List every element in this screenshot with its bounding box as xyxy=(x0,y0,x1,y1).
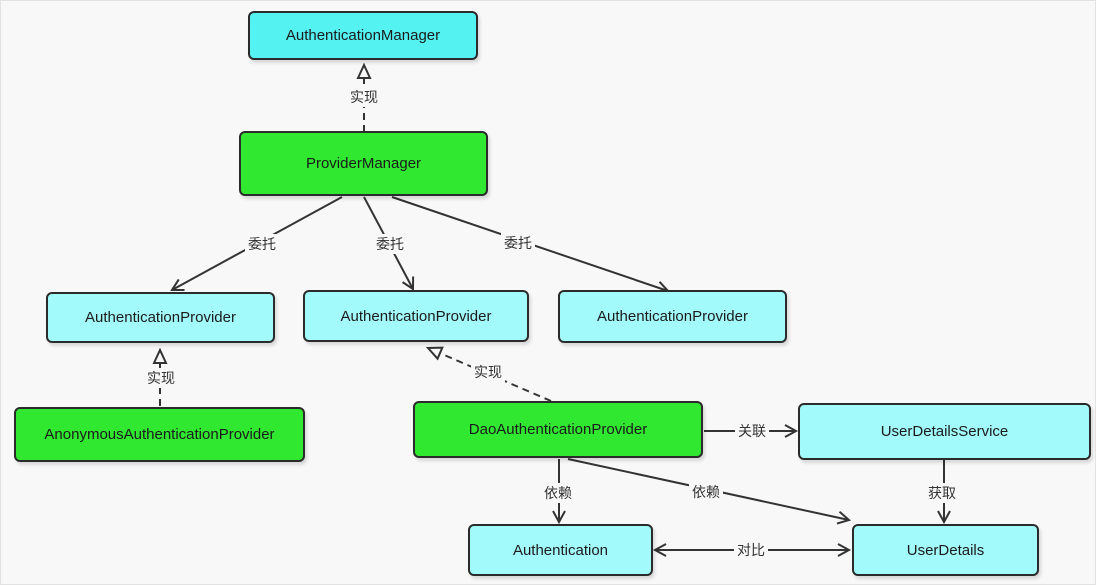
node-label: UserDetails xyxy=(906,541,985,559)
node-label: AuthenticationProvider xyxy=(85,309,236,326)
edge-label-depend-1: 依赖 xyxy=(541,483,575,503)
edge-label-realize-top: 实现 xyxy=(347,87,381,107)
node-anonymous-authentication-provider: AnonymousAuthenticationProvider xyxy=(14,407,305,462)
edge-label-fetch: 获取 xyxy=(925,483,959,503)
edge-label-delegate-1: 委托 xyxy=(245,234,279,254)
node-label: AnonymousAuthenticationProvider xyxy=(44,426,275,443)
edge-label-compare: 对比 xyxy=(734,540,768,560)
node-authentication-provider-2: AuthenticationProvider xyxy=(303,290,529,342)
node-dao-authentication-provider: DaoAuthenticationProvider xyxy=(413,401,703,458)
node-label: UserDetailsService xyxy=(880,423,1009,440)
node-user-details: UserDetails xyxy=(852,524,1039,576)
node-authentication-provider-1: AuthenticationProvider xyxy=(46,292,275,343)
node-label: DaoAuthenticationProvider xyxy=(468,421,648,438)
node-user-details-service: UserDetailsService xyxy=(798,403,1091,460)
edge-label-associate: 关联 xyxy=(735,421,769,441)
edge-label-realize-mid: 实现 xyxy=(471,362,505,382)
edge-label-delegate-3: 委托 xyxy=(501,233,535,253)
edge-label-delegate-2: 委托 xyxy=(373,234,407,254)
node-label: ProviderManager xyxy=(305,155,422,172)
edge-label-realize-left: 实现 xyxy=(144,368,178,388)
node-label: AuthenticationProvider xyxy=(340,307,492,325)
node-provider-manager: ProviderManager xyxy=(239,131,488,196)
node-authentication-provider-3: AuthenticationProvider xyxy=(558,290,787,343)
node-authentication: Authentication xyxy=(468,524,653,576)
node-authentication-manager: AuthenticationManager xyxy=(248,11,478,60)
node-label: Authentication xyxy=(512,541,609,559)
node-label: AuthenticationProvider xyxy=(597,308,748,325)
edge-label-depend-2: 依赖 xyxy=(689,482,723,502)
node-label: AuthenticationManager xyxy=(285,27,441,44)
